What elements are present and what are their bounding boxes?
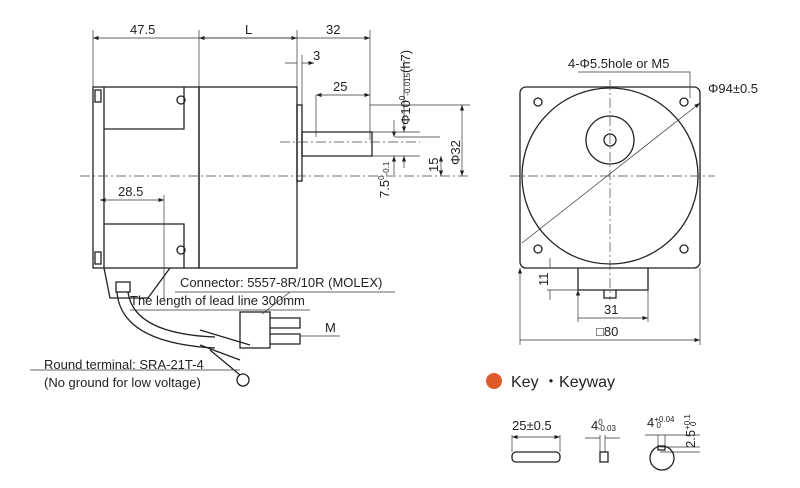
front-view: 4-Φ5.5hole or M5 Φ94±0.5 11 31 □80	[510, 56, 758, 345]
key-end	[599, 451, 609, 463]
terminal-label: Round terminal: SRA-21T-4	[44, 357, 204, 372]
dim-step: 3	[313, 48, 320, 63]
pcd-label: Φ94±0.5	[708, 81, 758, 96]
lead-line-label: The length of lead line 300mm	[130, 293, 305, 308]
keyway-depth: 2.5+0.10	[683, 414, 698, 448]
dim-pilot: Φ32	[448, 140, 463, 165]
key-width: 40-0.03	[591, 418, 616, 433]
key-side	[511, 451, 561, 463]
key-bullet-icon	[486, 373, 502, 389]
dim-15: 15	[426, 158, 441, 172]
motor-body	[198, 86, 298, 269]
dim-31: 31	[604, 302, 618, 317]
dim-shaft-length: 32	[326, 22, 340, 37]
dim-11: 11	[536, 273, 551, 287]
output-shaft	[301, 131, 373, 157]
dim-rear: 47.5	[130, 22, 155, 37]
dim-28-5: 28.5	[118, 184, 143, 199]
dim-key: 25	[333, 79, 347, 94]
gearhead-rear	[92, 86, 200, 269]
dim-body-length: L	[245, 22, 252, 37]
terminal-note: (No ground for low voltage)	[44, 375, 201, 390]
motor-mark: M	[325, 320, 336, 335]
key-title: Key ・Keyway	[511, 374, 615, 391]
key-length: 25±0.5	[512, 418, 552, 433]
flange-pilot	[296, 104, 303, 182]
connector	[239, 311, 271, 349]
connector-label: Connector: 5557-8R/10R (MOLEX)	[180, 275, 382, 290]
holes-label: 4-Φ5.5hole or M5	[568, 56, 669, 71]
side-view: 47.5 L 32 3 25 Φ100-0.015(h7) Φ32 15 7.5…	[30, 22, 470, 390]
dim-key-height: 7.50-0.1	[377, 161, 392, 198]
dim-shaft-dia: Φ100-0.015(h7)	[398, 50, 413, 125]
round-terminal	[236, 373, 250, 387]
dim-80: □80	[596, 324, 618, 339]
